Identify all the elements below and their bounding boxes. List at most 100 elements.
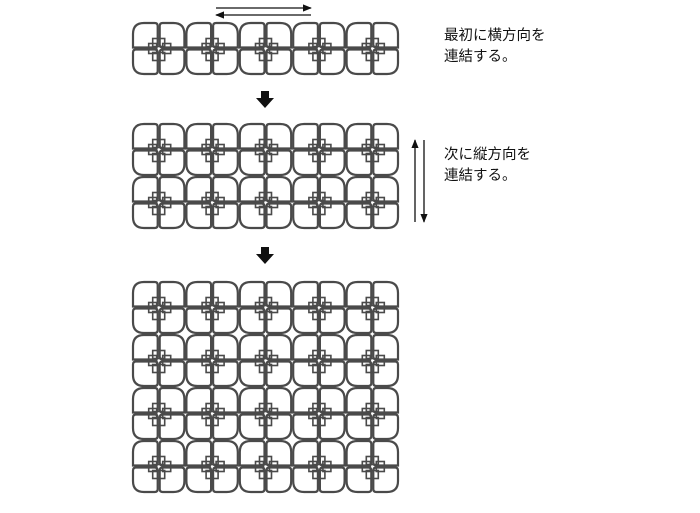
chain-link — [185, 413, 213, 441]
chain-strip-vertical — [131, 122, 400, 230]
chain-link — [158, 466, 186, 494]
chain-link — [318, 202, 346, 230]
chain-link — [372, 280, 400, 308]
chain-link — [185, 48, 213, 76]
chain-link — [372, 202, 400, 230]
chain-link — [318, 360, 346, 388]
chain-link — [265, 280, 293, 308]
chain-link — [372, 439, 400, 467]
chain-link — [372, 48, 400, 76]
chain-link — [212, 122, 239, 150]
chain-link — [318, 466, 346, 494]
chain-link — [372, 386, 400, 414]
chain-link — [292, 202, 319, 230]
chain-link — [372, 307, 400, 335]
chain-link — [238, 307, 266, 335]
chain-link — [318, 21, 346, 49]
chain-link — [158, 360, 186, 388]
chain-link — [372, 149, 400, 177]
chain-link — [265, 333, 293, 361]
chain-link — [131, 149, 159, 177]
chain-link — [131, 202, 159, 230]
chain-link — [318, 149, 346, 177]
caption-step2: 次に縦方向を 連結する。 — [444, 145, 531, 187]
chain-link — [345, 48, 373, 76]
chain-link — [318, 439, 346, 467]
chain-link — [372, 466, 400, 494]
chain-link — [372, 122, 400, 150]
chain-link — [265, 413, 293, 441]
step-arrow-down-2 — [256, 247, 274, 264]
chain-link — [345, 413, 373, 441]
chain-link — [372, 413, 400, 441]
chain-link — [212, 360, 239, 388]
chain-link — [318, 333, 346, 361]
chain-link — [158, 307, 186, 335]
chain-link — [345, 360, 373, 388]
chain-link — [158, 413, 186, 441]
caption-step2-line2: 連結する。 — [444, 168, 517, 184]
chain-link — [265, 307, 293, 335]
chain-link — [345, 466, 373, 494]
chain-strip-horizontal — [131, 21, 400, 76]
chain-link — [318, 307, 346, 335]
caption-step1-line1: 最初に横方向を — [444, 28, 546, 44]
chain-link — [158, 122, 186, 150]
chain-link — [212, 386, 239, 414]
chain-link — [265, 202, 293, 230]
chain-link — [212, 413, 239, 441]
chain-link — [292, 360, 319, 388]
chain-link — [212, 280, 239, 308]
chain-link — [265, 360, 293, 388]
chain-link — [265, 149, 293, 177]
chain-link — [292, 413, 319, 441]
chain-link — [265, 386, 293, 414]
chain-link — [212, 175, 239, 203]
chain-link — [212, 466, 239, 494]
chain-link — [238, 149, 266, 177]
chain-link — [158, 48, 186, 76]
chain-link — [292, 48, 319, 76]
caption-step1: 最初に横方向を 連結する。 — [444, 26, 546, 68]
chain-link — [185, 202, 213, 230]
chain-link — [372, 360, 400, 388]
chain-link — [131, 307, 159, 335]
chain-link — [212, 48, 239, 76]
chain-link — [212, 149, 239, 177]
chain-link — [265, 466, 293, 494]
chain-link — [238, 466, 266, 494]
chain-link — [318, 386, 346, 414]
chain-link — [158, 21, 186, 49]
chain-link — [212, 21, 239, 49]
chain-link — [372, 333, 400, 361]
chain-link — [318, 48, 346, 76]
chain-link — [185, 307, 213, 335]
chain-link — [292, 466, 319, 494]
chain-link — [158, 386, 186, 414]
chain-link — [131, 360, 159, 388]
chain-link — [265, 122, 293, 150]
chain-link — [212, 307, 239, 335]
chain-link — [158, 149, 186, 177]
caption-step2-line1: 次に縦方向を — [444, 147, 531, 163]
chain-link — [131, 413, 159, 441]
chain-link — [185, 149, 213, 177]
chain-link — [131, 466, 159, 494]
chain-link — [212, 333, 239, 361]
chain-link — [238, 48, 266, 76]
chain-link — [212, 202, 239, 230]
step-arrow-down-1 — [256, 91, 274, 108]
chain-link — [158, 175, 186, 203]
chain-link — [292, 149, 319, 177]
chain-link — [158, 202, 186, 230]
chain-link — [318, 413, 346, 441]
chain-link — [265, 175, 293, 203]
chain-link — [345, 202, 373, 230]
chain-link — [131, 48, 159, 76]
chain-mesh-complete — [131, 280, 400, 494]
chain-link — [265, 439, 293, 467]
chain-link — [372, 21, 400, 49]
chain-link — [158, 333, 186, 361]
chain-link — [212, 439, 239, 467]
